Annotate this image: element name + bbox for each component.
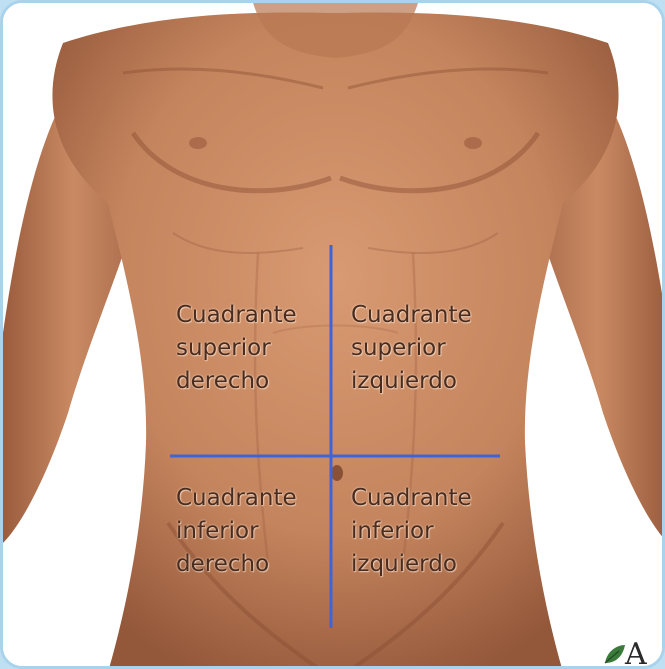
quadrant-label-lower-right: Cuadrante inferior derecho (176, 482, 297, 581)
torso-illustration (3, 3, 665, 669)
brand-leaf-spacer (601, 644, 623, 666)
brand-watermark: A (601, 637, 647, 669)
quadrant-label-lower-left: Cuadrante inferior izquierdo (351, 482, 472, 581)
quadrant-label-upper-left: Cuadrante superior izquierdo (351, 299, 472, 398)
brand-text: A (625, 637, 647, 669)
quadrant-label-upper-right: Cuadrante superior derecho (176, 299, 297, 398)
